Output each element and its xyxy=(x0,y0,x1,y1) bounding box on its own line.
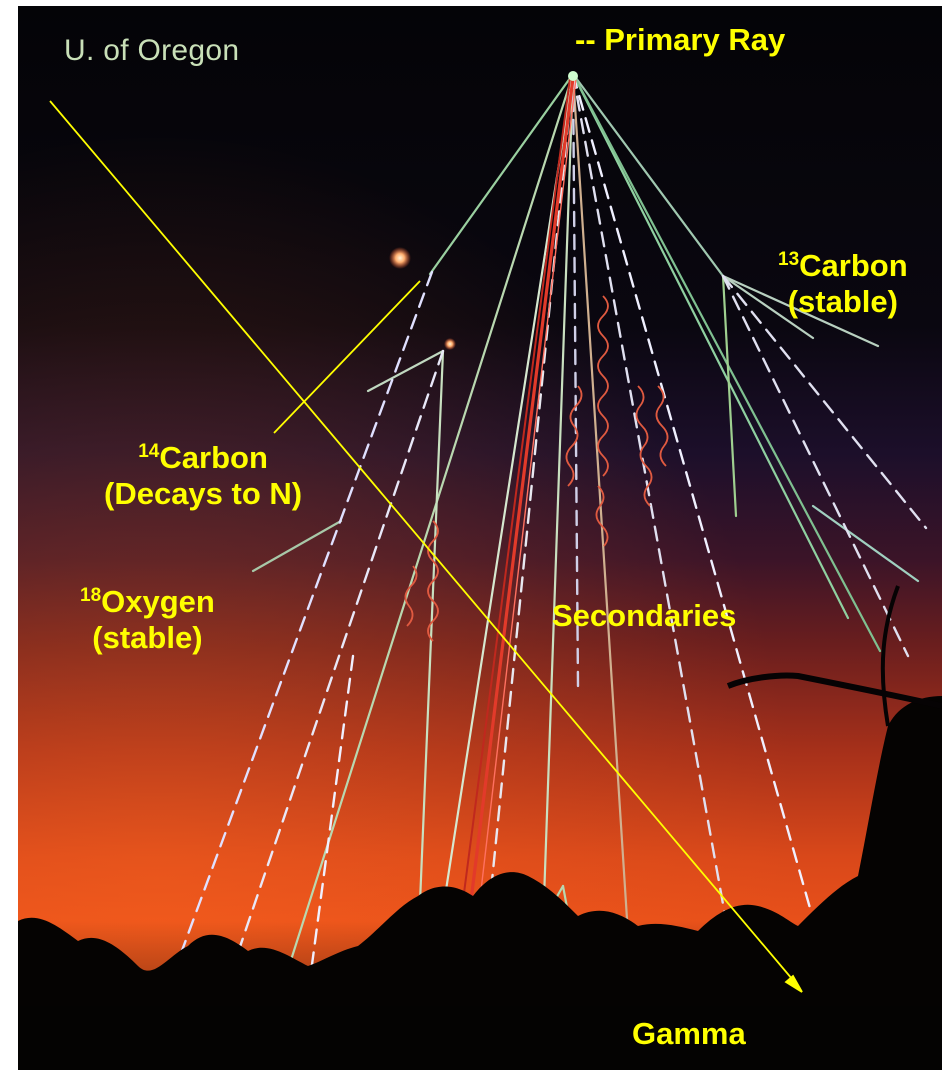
carbon14-mass-number: 14 xyxy=(138,441,160,462)
credit-text: U. of Oregon xyxy=(64,34,240,67)
oxygen18-note: (stable) xyxy=(92,620,203,655)
bright-dot xyxy=(568,71,578,81)
gamma-arrowhead xyxy=(784,974,803,993)
treeline-silhouette xyxy=(18,696,942,1070)
shower-illustration xyxy=(18,6,942,1070)
carbon14-label: 14Carbon (Decays to N) xyxy=(104,440,302,512)
bright-dot xyxy=(444,338,456,350)
oxygen18-label: 18Oxygen (stable) xyxy=(80,584,215,656)
oxygen18-mass-number: 18 xyxy=(80,585,102,606)
carbon14-pointer-line xyxy=(273,280,421,434)
carbon14-name: Carbon xyxy=(159,440,268,475)
annotation-pointers xyxy=(49,100,803,993)
gamma-label: Gamma xyxy=(632,1016,746,1051)
cosmic-ray-shower-photo xyxy=(18,6,942,1070)
carbon13-name: Carbon xyxy=(799,248,908,283)
ground-shadow xyxy=(18,1006,942,1070)
primary-ray-label: -- Primary Ray xyxy=(575,22,786,57)
secondaries-label: Secondaries xyxy=(552,598,737,633)
tree-branch xyxy=(726,672,942,709)
carbon13-mass-number: 13 xyxy=(778,249,800,270)
carbon13-note: (stable) xyxy=(787,284,898,319)
em-cascade-squiggles xyxy=(404,295,669,642)
bright-dot xyxy=(389,247,411,269)
carbon13-label: 13Carbon (stable) xyxy=(778,248,908,320)
carbon14-note: (Decays to N) xyxy=(104,476,303,511)
oxygen18-name: Oxygen xyxy=(101,584,215,619)
gamma-pointer-line xyxy=(49,100,799,987)
tree-branch xyxy=(880,585,900,727)
